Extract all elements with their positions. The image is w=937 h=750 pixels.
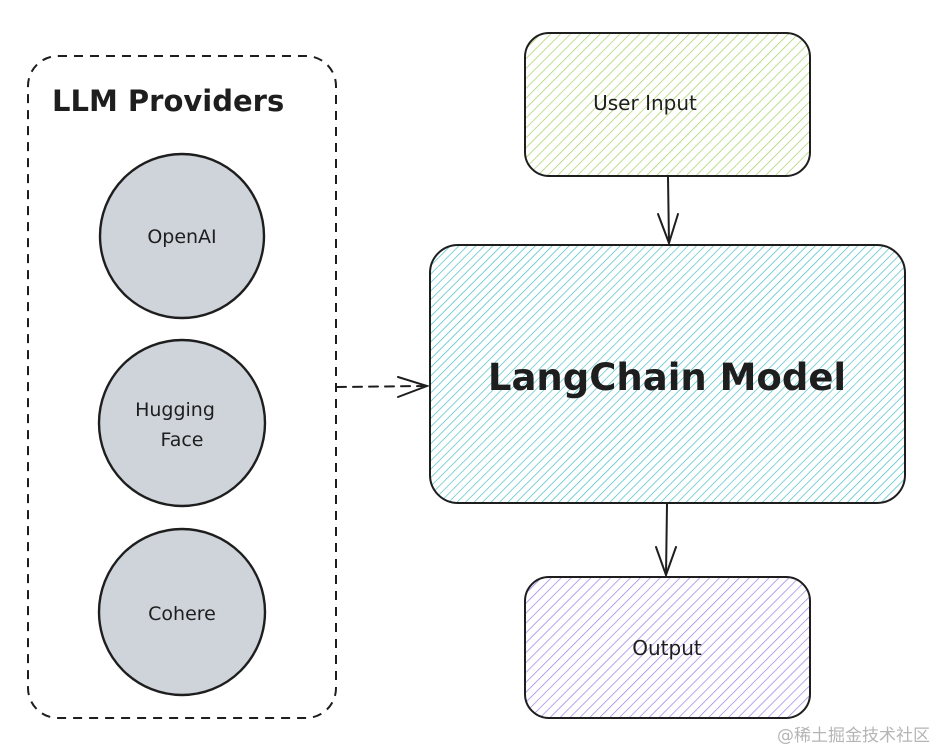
provider-label-hugging: Hugging: [135, 399, 215, 421]
provider-label-openai: OpenAI: [147, 226, 216, 248]
provider-hugging-face: Hugging Face: [97, 338, 267, 508]
arrow-input-to-model: [657, 176, 679, 247]
arrow-model-to-output: [655, 503, 677, 578]
node-label-langchain-model: LangChain Model: [488, 356, 846, 399]
provider-label-face: Face: [161, 429, 204, 451]
provider-cohere: Cohere: [97, 527, 267, 697]
provider-openai: OpenAI: [98, 152, 266, 320]
llm-providers-title: LLM Providers: [52, 84, 284, 118]
node-user-input: User Input: [524, 32, 811, 177]
provider-label-cohere: Cohere: [148, 603, 216, 625]
node-langchain-model: LangChain Model: [429, 244, 906, 504]
arrow-providers-to-model: [336, 376, 431, 398]
node-output: Output: [524, 576, 811, 719]
watermark: @稀土掘金技术社区: [777, 726, 930, 746]
node-label-user-input: User Input: [593, 91, 697, 115]
node-label-output: Output: [632, 636, 702, 660]
